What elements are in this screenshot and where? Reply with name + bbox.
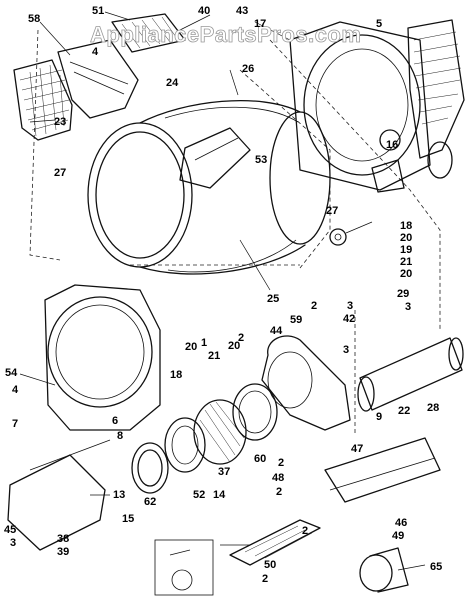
callout-label: 26	[242, 63, 254, 75]
callout-label: 62	[144, 496, 156, 508]
callout-label: 16	[386, 139, 398, 151]
callout-label: 39	[57, 546, 69, 558]
callout-label: 18	[170, 369, 182, 381]
bracket-part	[229, 519, 321, 566]
callout-label: 60	[254, 453, 266, 465]
callout-label: 3	[10, 537, 16, 549]
callout-label: 21	[400, 256, 412, 268]
callout-label: 37	[218, 466, 230, 478]
callout-label: 28	[427, 402, 439, 414]
callout-labels: 51 40 43 17 5 58 4 24 26 23 53 16 27 27 …	[4, 5, 442, 585]
callout-label: 13	[113, 489, 125, 501]
callout-label: 27	[54, 167, 66, 179]
callout-label: 6	[112, 415, 118, 427]
callout-label: 65	[430, 561, 442, 573]
callout-label: 19	[400, 244, 412, 256]
exhaust-grill-part	[407, 19, 465, 179]
callout-label: 40	[198, 5, 210, 17]
heater-part	[324, 437, 441, 503]
callout-label: 54	[5, 367, 18, 379]
callout-label: 2	[302, 525, 308, 537]
callout-label: 7	[12, 418, 18, 430]
rear-panel-part	[289, 21, 431, 193]
lint-screen-part	[13, 59, 73, 141]
blower-wheel-part	[131, 383, 278, 494]
watermark-text: AppliancePartsPros.com	[90, 22, 361, 47]
callout-label: 2	[238, 332, 244, 344]
leader-lines	[19, 11, 426, 571]
assembly-guide-lines	[29, 29, 441, 435]
callout-label: 50	[264, 559, 276, 571]
callout-label: 45	[4, 524, 16, 536]
callout-label: 27	[326, 205, 338, 217]
callout-label: 14	[213, 489, 226, 501]
callout-label: 3	[405, 301, 411, 313]
callout-label: 2	[311, 300, 317, 312]
callout-label: 20	[400, 232, 412, 244]
drum-part	[87, 100, 331, 275]
callout-label: 1	[201, 337, 207, 349]
callout-label: 47	[351, 443, 363, 455]
callout-label: 21	[208, 350, 220, 362]
callout-label: 2	[278, 457, 284, 469]
callout-label: 25	[267, 293, 279, 305]
toe-panel-part	[7, 439, 111, 551]
callout-label: 44	[270, 325, 283, 337]
callout-label: 4	[12, 384, 19, 396]
callout-label: 43	[236, 5, 248, 17]
callout-label: 20	[400, 268, 412, 280]
filter-housing-part	[57, 39, 139, 119]
callout-label: 5	[376, 18, 382, 30]
callout-label: 42	[343, 313, 355, 325]
callout-label: 51	[92, 5, 104, 17]
callout-label: 3	[343, 344, 349, 356]
blower-housing-part	[261, 335, 351, 431]
callout-label: 59	[290, 314, 302, 326]
drum-roller-part	[329, 221, 373, 246]
callout-label: 23	[54, 116, 66, 128]
callout-label: 8	[117, 430, 123, 442]
callout-label: 49	[392, 530, 404, 542]
callout-label: 58	[28, 13, 40, 25]
callout-label: 29	[397, 288, 409, 300]
top-grill-part	[111, 13, 186, 53]
hardware-kit-part	[154, 539, 214, 596]
callout-label: 2	[262, 573, 268, 585]
callout-label: 20	[228, 340, 240, 352]
vent-hood-part	[359, 547, 409, 593]
callout-label: 52	[193, 489, 205, 501]
callout-label: 2	[276, 486, 282, 498]
callout-label: 3	[347, 300, 353, 312]
callout-label: 53	[255, 154, 267, 166]
callout-label: 20	[185, 341, 197, 353]
callout-label: 18	[400, 220, 412, 232]
exhaust-duct-part	[357, 337, 464, 412]
front-bulkhead-part	[44, 284, 161, 431]
callout-label: 46	[395, 517, 407, 529]
callout-label: 9	[376, 411, 382, 423]
callout-label: 48	[272, 472, 284, 484]
callout-label: 38	[57, 533, 69, 545]
callout-label: 15	[122, 513, 134, 525]
callout-label: 24	[166, 77, 179, 89]
callout-label: 4	[92, 46, 99, 58]
callout-label: 17	[254, 18, 266, 30]
callout-label: 22	[398, 405, 410, 417]
